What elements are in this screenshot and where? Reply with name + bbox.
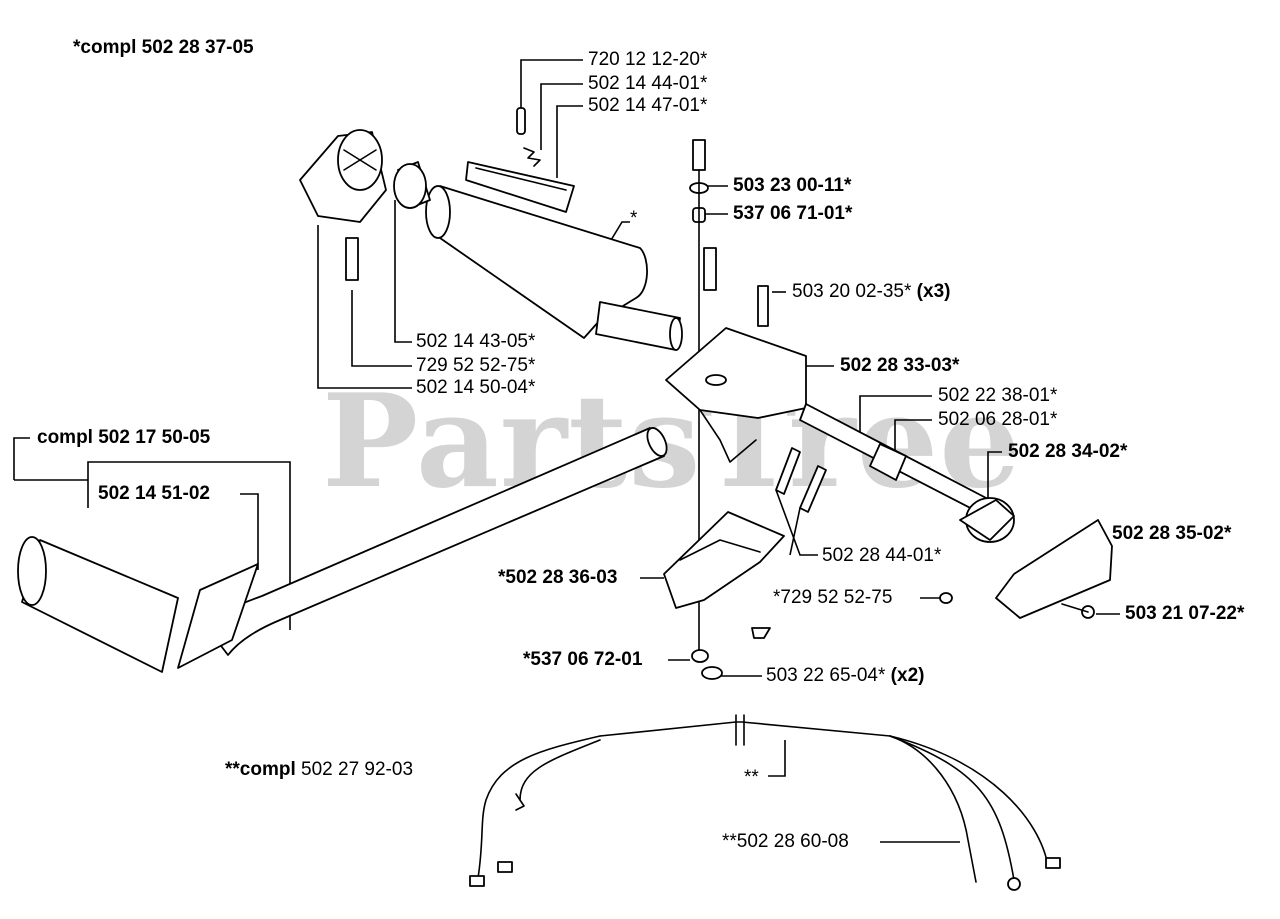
label-compl-number: 502 27 92-03	[301, 759, 414, 780]
label-502-14-51-02: 502 14 51-02	[98, 483, 210, 504]
cable-tube	[799, 403, 1015, 543]
label-503-20-02-35-qty: (x3)	[916, 281, 951, 302]
label-502-06-28-01: 502 06 28-01*	[938, 409, 1058, 430]
label-503-22-65-04-qty: (x2)	[890, 665, 925, 686]
lower-clamp	[663, 511, 785, 680]
label-729-52-52-75-b: *729 52 52-75	[773, 587, 893, 608]
trigger-housing	[299, 129, 431, 223]
label-503-22-65-04-code: 503 22 65-04*	[766, 665, 886, 686]
wire-harness	[469, 714, 1061, 891]
label-502-28-34-02: 502 28 34-02*	[1008, 441, 1128, 462]
switch-cover	[939, 519, 1113, 619]
label-503-21-07-22: 503 21 07-22*	[1125, 603, 1245, 624]
label-502-28-35-02: 502 28 35-02*	[1112, 523, 1232, 544]
label-502-14-43-05: 502 14 43-05*	[416, 331, 536, 352]
label-compl-prefix: **compl	[225, 759, 296, 780]
label-729-52-52-75-a: 729 52 52-75*	[416, 355, 536, 376]
label-502-14-47-01: 502 14 47-01*	[588, 95, 708, 116]
label-compl-502-27-92-03: **compl 502 27 92-03	[225, 760, 413, 780]
watermark: PartsTree	[322, 367, 1022, 517]
label-wire-star: **	[744, 767, 759, 788]
leader-lines	[13, 59, 1120, 843]
label-503-22-65-04: 503 22 65-04* (x2)	[766, 666, 924, 686]
throttle-grip	[425, 161, 683, 351]
label-502-28-44-01: 502 28 44-01*	[822, 545, 942, 566]
label-502-22-38-01: 502 22 38-01*	[938, 385, 1058, 406]
label-502-28-36-03: *502 28 36-03	[498, 567, 618, 588]
label-compl-502-17-50-05: compl 502 17 50-05	[37, 427, 211, 448]
label-503-20-02-35-code: 503 20 02-35*	[792, 281, 912, 302]
label-502-14-50-04: 502 14 50-04*	[416, 377, 536, 398]
label-502-14-44-01: 502 14 44-01*	[588, 73, 708, 94]
label-503-20-02-35: 503 20 02-35* (x3)	[792, 282, 950, 302]
label-502-28-60-08: **502 28 60-08	[722, 831, 849, 852]
cable-clips	[775, 447, 827, 513]
label-720-12-12-20: 720 12 12-20*	[588, 49, 708, 70]
label-537-06-71-01: 537 06 71-01*	[733, 203, 853, 224]
label-grip-star: *	[630, 208, 638, 229]
throttle-bracket	[665, 327, 807, 463]
label-503-23-00-11: 503 23 00-11*	[733, 175, 852, 196]
label-537-06-72-01: *537 06 72-01	[523, 649, 643, 670]
label-502-28-33-03: 502 28 33-03*	[840, 355, 960, 376]
label-compl-502-28-37-05: *compl 502 28 37-05	[73, 37, 254, 58]
handle-bar	[17, 427, 668, 673]
